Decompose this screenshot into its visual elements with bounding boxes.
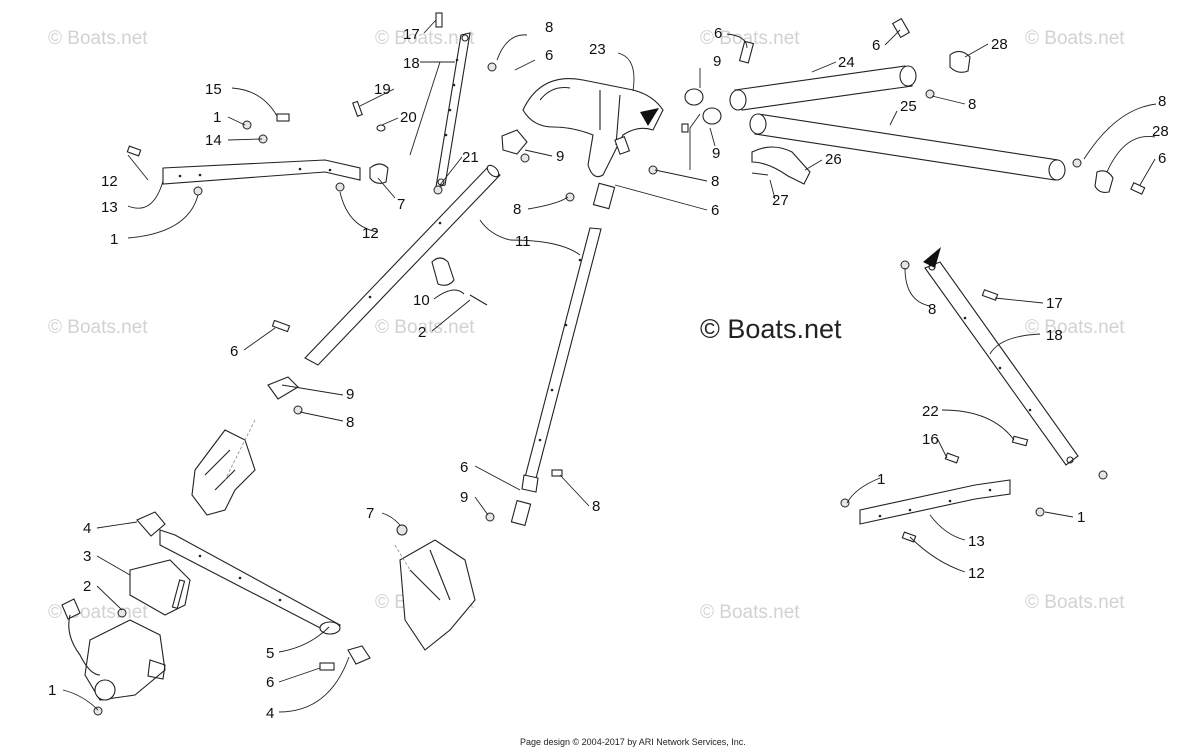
parts-drawings: [61, 12, 1146, 716]
housing-23: [522, 78, 664, 178]
callout-6: 6: [711, 202, 719, 219]
bracket-3: [129, 559, 191, 616]
joint-9-lower: [267, 319, 303, 415]
callout-2: 2: [418, 324, 426, 341]
tube-25: [681, 107, 1146, 195]
callout-1: 1: [877, 471, 885, 488]
callout-9: 9: [712, 145, 720, 162]
callout-6: 6: [545, 47, 553, 64]
callout-25: 25: [900, 98, 917, 115]
callout-11: 11: [515, 233, 531, 250]
leader-lines: [62, 19, 1157, 713]
tube-11-right: [485, 182, 616, 527]
watermark: © Boats.net: [1025, 592, 1125, 613]
callout-6: 8: [592, 498, 600, 515]
crossbar-13-right: [840, 452, 1045, 543]
callout-8: 8: [346, 414, 354, 431]
callout-13: 13: [968, 533, 985, 550]
callout-26: 26: [825, 151, 842, 168]
watermark: © Boats.net: [1025, 28, 1125, 49]
callout-8: 8: [513, 201, 521, 218]
callout-17: 17: [1046, 295, 1063, 312]
callout-15: 15: [205, 81, 222, 98]
bracket-26: [751, 146, 811, 185]
callout-labels: 17 8 6 18 19 20 15 1 14 12 13 1 7 12 21 …: [48, 19, 1169, 722]
clamp-10: [431, 257, 488, 306]
crossbar-13-left: [126, 113, 389, 196]
callout-6: 6: [714, 25, 722, 42]
callout-28: 28: [1152, 123, 1169, 140]
callout-7: 7: [366, 505, 374, 522]
watermark: © Boats.net: [375, 28, 475, 49]
callout-18: 18: [1046, 327, 1063, 344]
callout-5: 5: [266, 645, 274, 662]
callout-12: 12: [362, 225, 379, 242]
callout-19: 19: [374, 81, 391, 98]
callout-17: 17: [403, 26, 420, 43]
callout-7: 7: [397, 196, 405, 213]
callout-1: 1: [48, 682, 56, 699]
callout-6: 6: [872, 37, 880, 54]
tube-24: [684, 17, 971, 111]
watermark: © Boats.net: [1025, 317, 1125, 338]
callout-9: 9: [556, 148, 564, 165]
callout-28: 28: [991, 36, 1008, 53]
callout-2: 2: [83, 578, 91, 595]
callout-22: 22: [922, 403, 939, 420]
callout-6: 6: [1158, 150, 1166, 167]
callout-9: 9: [346, 386, 354, 403]
callout-1: 1: [1077, 509, 1085, 526]
brace-18-left: [433, 12, 497, 195]
hinge-bracket-left: [191, 419, 256, 516]
callout-18: 18: [403, 55, 420, 72]
watermark: © Boats.net: [48, 317, 148, 338]
callout-21: 21: [462, 149, 479, 166]
callout-4: 4: [266, 705, 274, 722]
callout-8: 8: [968, 96, 976, 113]
motor-assembly: [61, 598, 166, 716]
watermark: © Boats.net: [48, 28, 148, 49]
callout-8: 8: [1158, 93, 1166, 110]
callout-8: 8: [928, 301, 936, 318]
tube-11-left: [304, 129, 530, 366]
screw-19-20: [352, 100, 386, 132]
hinge-bracket-right: [394, 524, 476, 651]
center-watermark: © Boats.net: [700, 314, 842, 344]
callout-1: 1: [213, 109, 221, 126]
callout-6: 6: [266, 674, 274, 691]
callout-14: 14: [205, 132, 222, 149]
watermark: © Boats.net: [375, 317, 475, 338]
callout-13: 13: [101, 199, 118, 216]
callout-27: 27: [772, 192, 789, 209]
callout-12: 12: [968, 565, 985, 582]
callout-23: 23: [589, 41, 606, 58]
callout-10: 10: [413, 292, 430, 309]
callout-8: 8: [711, 173, 719, 190]
watermark: © Boats.net: [700, 602, 800, 623]
callout-12: 12: [101, 173, 118, 190]
callout-4: 4: [83, 520, 91, 537]
callout-3: 3: [83, 548, 91, 565]
callout-8: 8: [545, 19, 553, 36]
callout-8: 9: [460, 489, 468, 506]
callout-6: 6: [230, 343, 238, 360]
callout-20: 20: [400, 109, 417, 126]
callout-16: 16: [922, 431, 939, 448]
callout-9: 9: [713, 53, 721, 70]
copyright-footer: Page design © 2004-2017 by ARI Network S…: [520, 737, 746, 747]
callout-9: 6: [460, 459, 468, 476]
callout-1: 1: [110, 231, 118, 248]
brace-18-right: [900, 247, 1108, 480]
callout-24: 24: [838, 54, 855, 71]
watermark: © Boats.net: [700, 28, 800, 49]
